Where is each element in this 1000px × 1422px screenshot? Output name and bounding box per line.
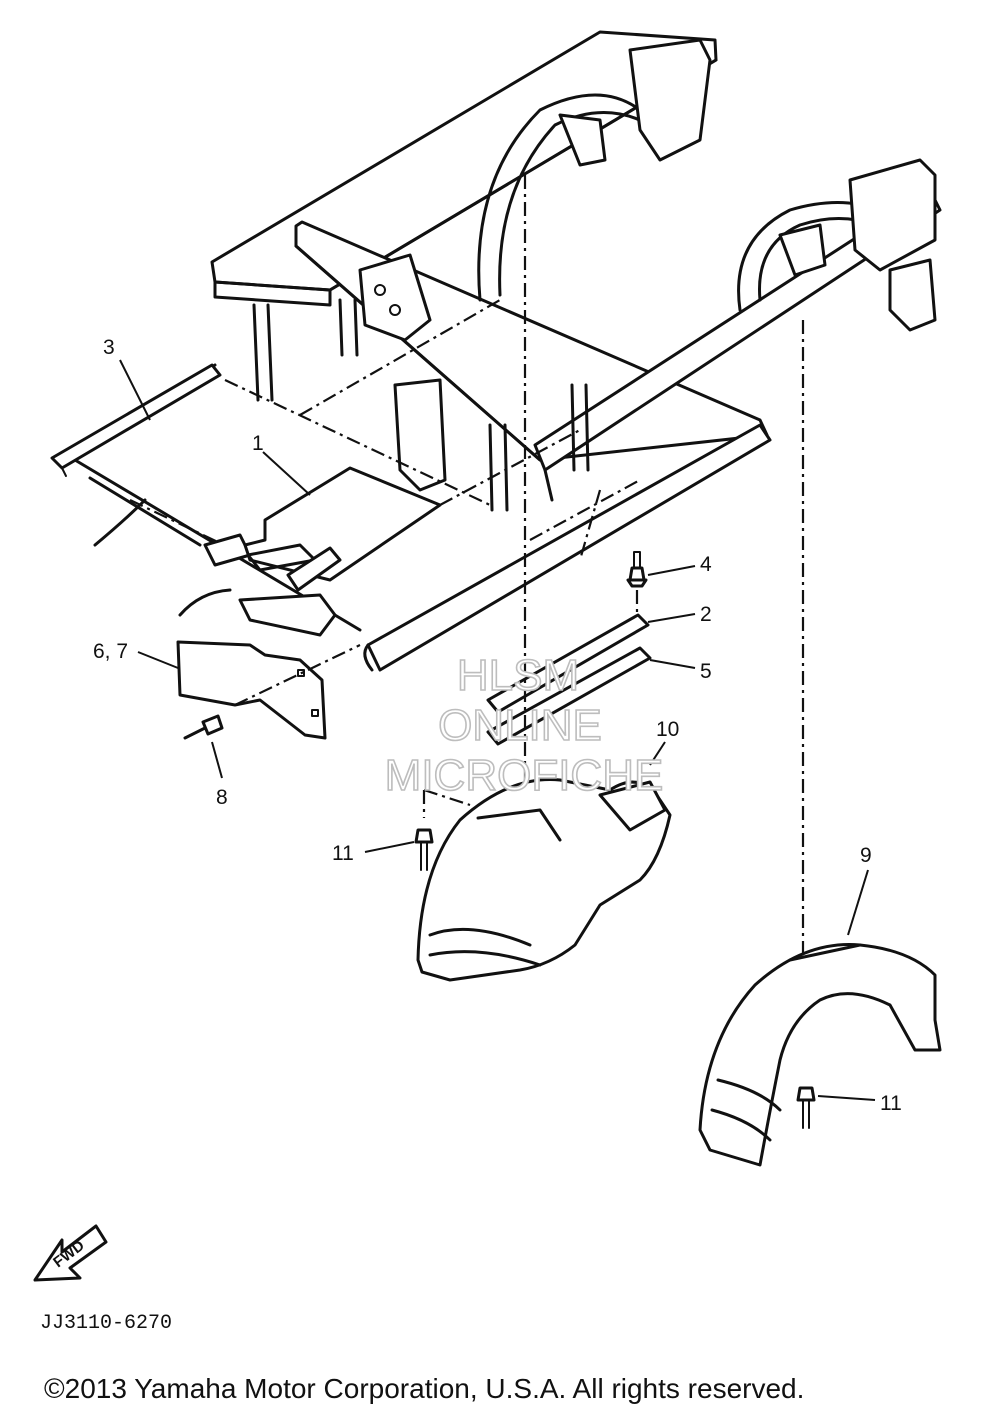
callout-6-7: 6, 7 bbox=[93, 640, 128, 663]
watermark: HLSM ONLINE MICROFICHE bbox=[384, 650, 664, 801]
callout-3: 3 bbox=[103, 336, 115, 359]
part-11-rivet-left bbox=[364, 828, 434, 871]
callout-2: 2 bbox=[700, 603, 712, 626]
part-6-7-side-plate bbox=[176, 640, 361, 740]
callout-11-right: 11 bbox=[880, 1092, 902, 1115]
chassis-frame bbox=[73, 30, 942, 672]
callout-1: 1 bbox=[252, 432, 264, 455]
watermark-line-1: HLSM bbox=[457, 651, 579, 700]
diagram-code: JJ3110-6270 bbox=[40, 1312, 172, 1335]
callout-10: 10 bbox=[656, 718, 679, 741]
part-9-fender bbox=[698, 869, 942, 1167]
part-11-rivet-right bbox=[796, 1086, 876, 1129]
part-8-rivet bbox=[183, 714, 224, 779]
watermark-line-3: MICROFICHE bbox=[385, 751, 664, 800]
callout-9: 9 bbox=[860, 844, 872, 867]
callout-5: 5 bbox=[700, 660, 712, 683]
leader-part-6-7 bbox=[137, 651, 179, 669]
copyright-notice: ©2013 Yamaha Motor Corporation, U.S.A. A… bbox=[44, 1373, 804, 1404]
callout-4: 4 bbox=[700, 553, 712, 576]
part-10-fender bbox=[416, 741, 672, 982]
watermark-line-2: ONLINE bbox=[438, 701, 602, 750]
forward-direction-arrow: FWD bbox=[33, 1224, 108, 1282]
leader-part-1 bbox=[262, 451, 311, 496]
part-1-floor-plate bbox=[243, 466, 442, 592]
part-5-strip bbox=[486, 646, 696, 746]
part-4-push-rivet bbox=[626, 551, 696, 615]
alignment-line-11 bbox=[422, 788, 471, 818]
leader-part-3 bbox=[119, 359, 151, 421]
callout-11-left: 11 bbox=[332, 842, 354, 865]
callout-8: 8 bbox=[216, 786, 228, 809]
part-2-long-strip bbox=[486, 613, 696, 714]
part-3-rail-strip bbox=[50, 363, 222, 477]
